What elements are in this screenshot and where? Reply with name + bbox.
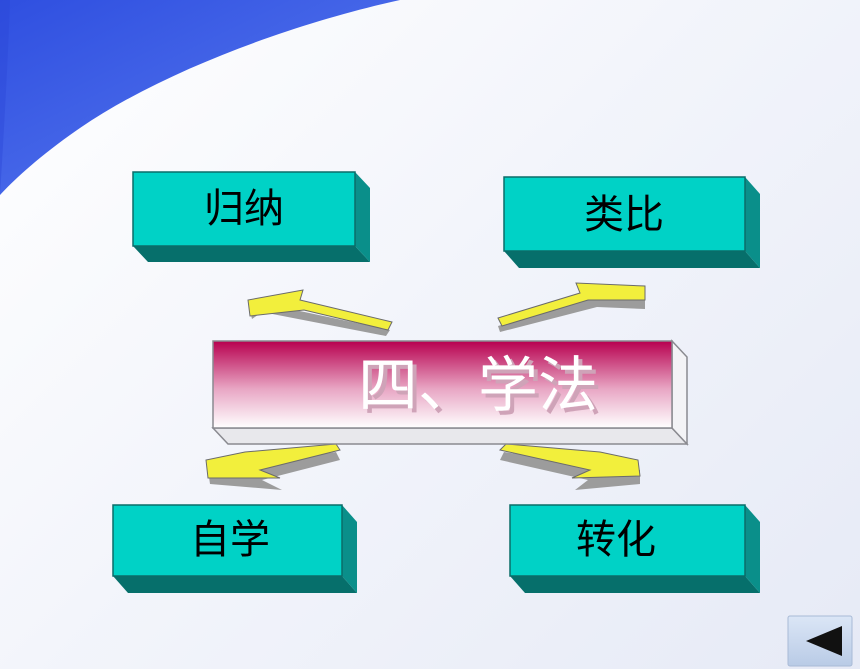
box-top-right[interactable]: 类比	[503, 176, 760, 268]
arrow-to-bottom-left	[205, 443, 341, 490]
center-title: 四、学法	[358, 351, 598, 421]
box-bottom-left[interactable]: 自学	[112, 504, 357, 593]
box-bottom-right-label: 转化	[576, 517, 656, 563]
center-title-shadow: 四、学法	[362, 355, 602, 425]
nav-back-button[interactable]	[787, 615, 853, 667]
box-bottom-right[interactable]: 转化	[509, 504, 760, 593]
arrow-to-bottom-right	[499, 443, 641, 490]
box-top-right-label: 类比	[584, 192, 664, 238]
box-top-left[interactable]: 归纳	[132, 171, 370, 262]
box-top-left-label: 归纳	[204, 186, 284, 232]
corner-decoration	[0, 0, 400, 195]
arrow-to-top-right	[497, 282, 646, 332]
triangle-left-icon	[806, 626, 842, 656]
center-title-box: 四、学法 四、学法	[211, 339, 689, 446]
box-bottom-left-label: 自学	[190, 517, 270, 563]
arrow-to-top-left	[247, 289, 393, 336]
